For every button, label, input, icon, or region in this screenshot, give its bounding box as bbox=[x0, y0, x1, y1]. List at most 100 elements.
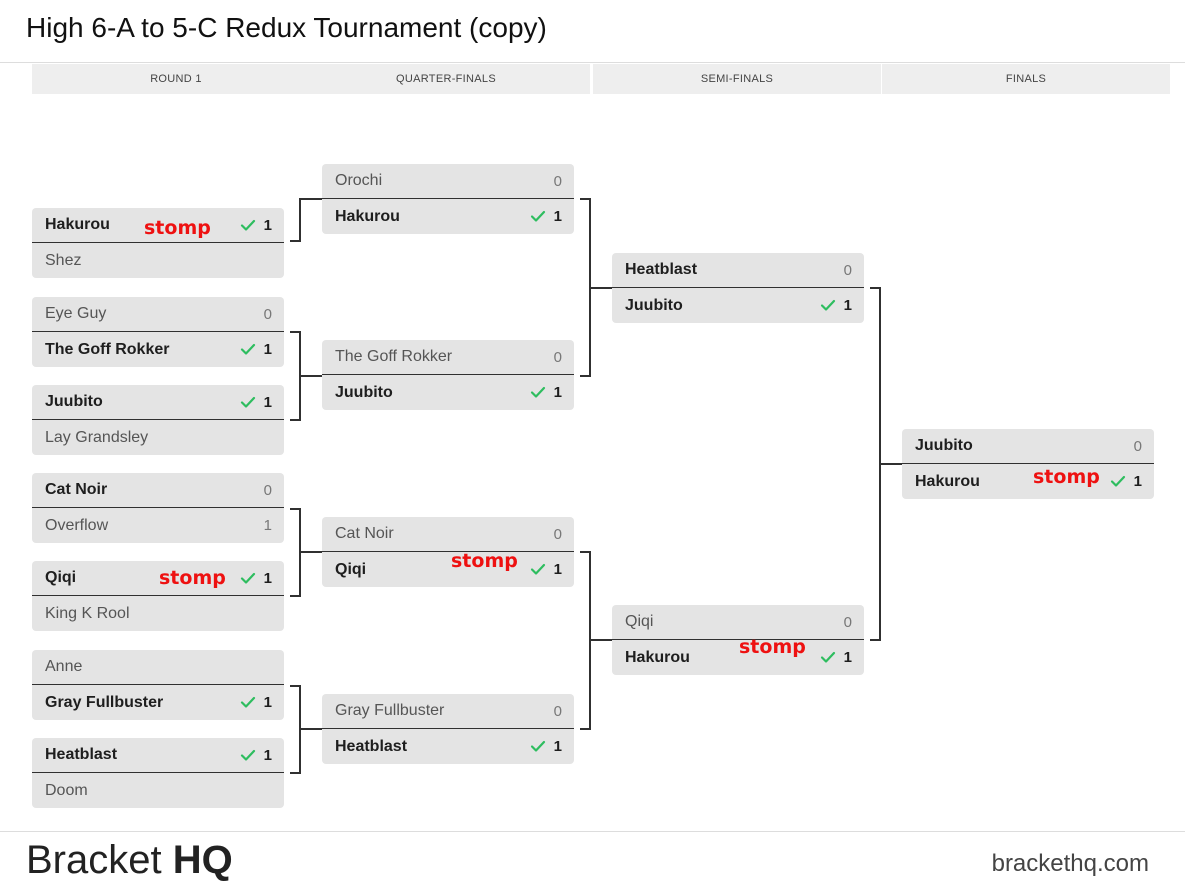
checkmark-icon bbox=[240, 696, 256, 708]
player-name: Hakurou bbox=[335, 207, 400, 225]
match-slot[interactable]: Gray Fullbuster 1 bbox=[32, 685, 284, 720]
round-header-quarter-finals: QUARTER-FINALS bbox=[302, 64, 590, 94]
player-score: 1 bbox=[263, 517, 272, 534]
player-score: 0 bbox=[553, 172, 562, 190]
player-name: The Goff Rokker bbox=[335, 348, 453, 365]
checkmark-icon bbox=[240, 749, 256, 761]
player-name: Lay Grandsley bbox=[45, 428, 149, 446]
player-score: 1 bbox=[263, 216, 272, 234]
match-slot[interactable]: Lay Grandsley bbox=[32, 420, 284, 455]
player-score: 0 bbox=[553, 702, 562, 720]
connector-r1m4-r1m5-qf3 bbox=[290, 508, 322, 597]
player-score: 1 bbox=[553, 561, 562, 578]
connector-r1m6-r1m7-qf4 bbox=[290, 685, 322, 774]
match-slot[interactable]: Shez bbox=[32, 243, 284, 278]
connector-r1m1-qf1 bbox=[290, 198, 322, 242]
match-slot[interactable]: Qiqi stomp 1 bbox=[32, 561, 284, 597]
match-r1m7: Heatblast 1 Doom bbox=[32, 738, 284, 808]
match-slot[interactable]: Heatblast 0 bbox=[612, 253, 864, 289]
match-r1m5: Qiqi stomp 1 King K Rool bbox=[32, 561, 284, 631]
match-slot[interactable]: Juubito 1 bbox=[32, 385, 284, 421]
player-name: Hakurou bbox=[45, 216, 110, 233]
match-slot[interactable]: Hakurou stomp 1 bbox=[612, 636, 864, 675]
match-slot[interactable]: Overflow 1 bbox=[32, 508, 284, 543]
match-slot[interactable]: Hakurou stomp 1 bbox=[902, 464, 1154, 499]
site-link[interactable]: brackethq.com bbox=[991, 850, 1149, 877]
player-score: 1 bbox=[843, 649, 852, 666]
match-slot[interactable]: Hakurou 1 bbox=[322, 199, 574, 234]
match-slot[interactable]: Cat Noir 0 bbox=[322, 517, 574, 553]
checkmark-icon bbox=[240, 219, 256, 231]
connector-sf-final bbox=[870, 287, 902, 641]
round-header-bar: ROUND 1 QUARTER-FINALS SEMI-FINALS FINAL… bbox=[32, 64, 1170, 94]
player-name: Cat Noir bbox=[335, 525, 394, 542]
player-score: 0 bbox=[843, 261, 852, 279]
player-score: 0 bbox=[553, 525, 562, 543]
stomp-annotation: stomp bbox=[1033, 466, 1100, 488]
player-score: 1 bbox=[263, 341, 272, 358]
match-r1m6: Anne Gray Fullbuster 1 bbox=[32, 650, 284, 720]
round-header-finals: FINALS bbox=[882, 64, 1170, 94]
player-name: The Goff Rokker bbox=[45, 340, 170, 358]
checkmark-icon bbox=[240, 396, 256, 408]
match-slot[interactable]: Heatblast 1 bbox=[322, 729, 574, 764]
player-score: 1 bbox=[263, 393, 272, 411]
checkmark-icon bbox=[1110, 475, 1126, 487]
brand-logo[interactable]: Bracket HQ bbox=[26, 838, 233, 883]
match-slot[interactable]: Qiqi stomp 1 bbox=[322, 550, 574, 587]
player-score: 0 bbox=[263, 305, 272, 323]
player-name: Juubito bbox=[335, 383, 393, 401]
player-name: Juubito bbox=[625, 296, 683, 314]
match-slot[interactable]: The Goff Rokker 1 bbox=[32, 332, 284, 367]
player-score: 0 bbox=[1133, 437, 1142, 455]
match-slot[interactable]: Juubito 1 bbox=[612, 288, 864, 323]
player-name: Heatblast bbox=[45, 746, 118, 763]
match-slot[interactable]: Gray Fullbuster 0 bbox=[322, 694, 574, 730]
match-slot[interactable]: Orochi 0 bbox=[322, 164, 574, 200]
connector-qf1-qf2-sf1 bbox=[580, 198, 612, 377]
match-qf3: Cat Noir 0 Qiqi stomp 1 bbox=[322, 517, 574, 587]
match-slot[interactable]: Juubito 0 bbox=[902, 429, 1154, 465]
match-slot[interactable]: Heatblast 1 bbox=[32, 738, 284, 774]
checkmark-icon bbox=[530, 740, 546, 752]
match-sf1: Heatblast 0 Juubito 1 bbox=[612, 253, 864, 323]
header-divider bbox=[0, 62, 1185, 63]
player-name: Qiqi bbox=[45, 569, 77, 586]
match-slot[interactable]: Hakurou stomp 1 bbox=[32, 208, 284, 244]
connector-r1m2-r1m3-qf2 bbox=[290, 331, 322, 421]
match-r1m1: Hakurou stomp 1 Shez bbox=[32, 208, 284, 278]
match-slot[interactable]: Anne bbox=[32, 650, 284, 686]
player-name: King K Rool bbox=[45, 604, 130, 622]
match-r1m2: Eye Guy 0 The Goff Rokker 1 bbox=[32, 297, 284, 367]
player-score: 0 bbox=[553, 348, 562, 366]
player-name: Anne bbox=[45, 658, 83, 675]
match-sf2: Qiqi 0 Hakurou stomp 1 bbox=[612, 605, 864, 675]
player-name: Gray Fullbuster bbox=[335, 702, 445, 719]
player-name: Orochi bbox=[335, 172, 383, 189]
checkmark-icon bbox=[820, 651, 836, 663]
checkmark-icon bbox=[240, 572, 256, 584]
page-title: High 6-A to 5-C Redux Tournament (copy) bbox=[26, 12, 547, 43]
match-r1m4: Cat Noir 0 Overflow 1 bbox=[32, 473, 284, 543]
brand-word-hq: HQ bbox=[172, 838, 233, 882]
player-name: Hakurou bbox=[915, 472, 980, 490]
match-qf2: The Goff Rokker 0 Juubito 1 bbox=[322, 340, 574, 410]
player-name: Qiqi bbox=[335, 560, 367, 578]
match-slot[interactable]: The Goff Rokker 0 bbox=[322, 340, 574, 376]
player-name: Shez bbox=[45, 251, 82, 269]
checkmark-icon bbox=[820, 299, 836, 311]
player-name: Eye Guy bbox=[45, 305, 107, 322]
match-slot[interactable]: Juubito 1 bbox=[322, 375, 574, 410]
match-slot[interactable]: Cat Noir 0 bbox=[32, 473, 284, 509]
player-score: 1 bbox=[553, 738, 562, 755]
match-slot[interactable]: King K Rool bbox=[32, 596, 284, 631]
match-slot[interactable]: Eye Guy 0 bbox=[32, 297, 284, 333]
match-slot[interactable]: Qiqi 0 bbox=[612, 605, 864, 641]
player-score: 0 bbox=[843, 613, 852, 631]
player-score: 0 bbox=[263, 481, 272, 499]
player-name: Heatblast bbox=[625, 261, 698, 278]
match-slot[interactable]: Doom bbox=[32, 773, 284, 808]
checkmark-icon bbox=[530, 386, 546, 398]
player-name: Hakurou bbox=[625, 648, 690, 666]
